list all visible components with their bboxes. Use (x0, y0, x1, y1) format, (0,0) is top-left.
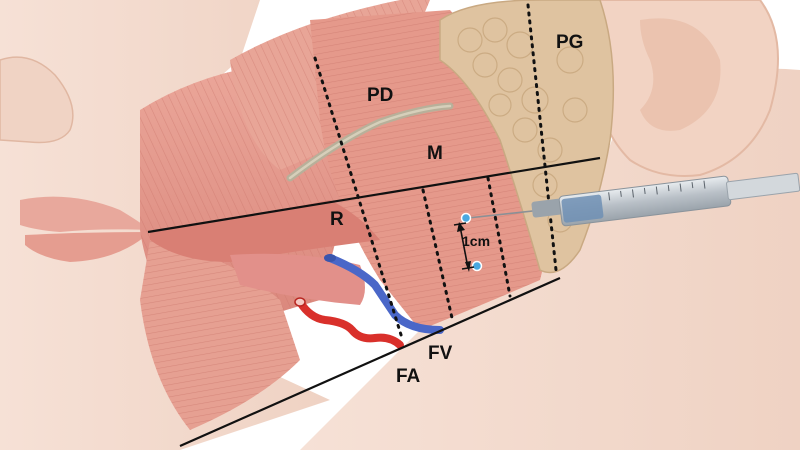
syringe-graduations (608, 180, 706, 201)
mouth-to-tragus-line (147, 156, 601, 234)
face-skin (0, 0, 330, 450)
lower-lip (25, 232, 150, 262)
parotid-duct-highlight (288, 104, 452, 180)
nose (0, 56, 74, 144)
buccinator-band (230, 253, 365, 305)
label-pd: PD (367, 85, 394, 106)
syringe-liquid (561, 194, 604, 223)
facial-artery-end (294, 297, 306, 307)
syringe (467, 172, 800, 227)
facial-vein-end (324, 254, 336, 262)
injection-point-lower (471, 260, 483, 272)
injection-zone-line-1 (421, 188, 454, 320)
syringe-hub (531, 198, 565, 218)
parotid-lobules (457, 17, 588, 233)
label-fa: FA (396, 366, 421, 387)
ear-inner (640, 18, 721, 131)
label-m: M (427, 143, 443, 164)
distance-marker (453, 222, 475, 272)
upper-lip (20, 196, 150, 232)
dotted-boundaries (313, 3, 558, 340)
syringe-plunger (726, 172, 800, 201)
facial-artery (296, 298, 404, 349)
risorius-muscle (150, 200, 380, 262)
mandible-border-line (179, 276, 561, 448)
facial-vein (326, 254, 444, 334)
label-r: R (330, 209, 344, 230)
label-pg: PG (556, 32, 584, 53)
label-distance: 1cm (462, 233, 491, 249)
anterior-masseter-boundary (313, 56, 404, 340)
label-fv: FV (428, 343, 453, 364)
injection-point-upper (460, 212, 472, 224)
